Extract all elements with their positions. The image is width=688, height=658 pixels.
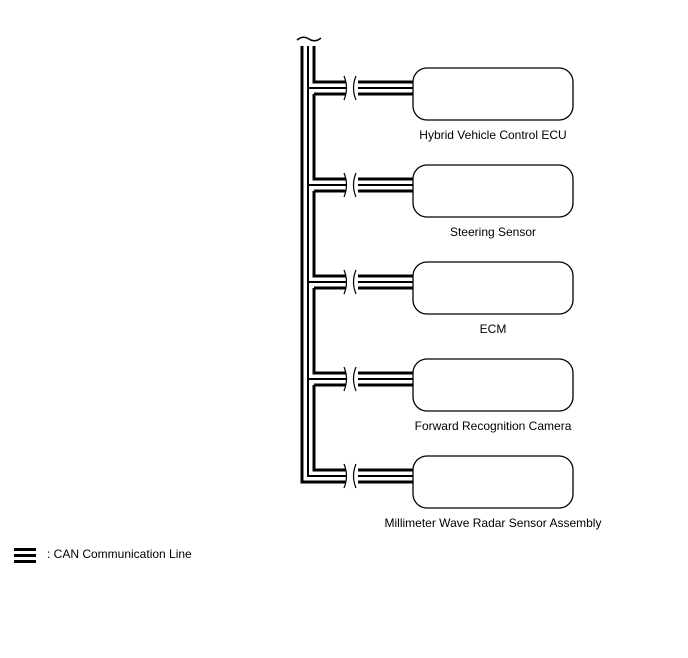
ecu-label: Forward Recognition Camera — [414, 419, 572, 433]
ecu-box — [412, 164, 574, 218]
ecu-label: Millimeter Wave Radar Sensor Assembly — [384, 516, 602, 530]
legend-label: : CAN Communication Line — [47, 547, 192, 561]
ecu-label: Steering Sensor — [449, 225, 537, 239]
ecu-box — [412, 261, 574, 315]
break-mark — [343, 172, 348, 198]
break-mark — [343, 366, 348, 392]
can-bus-inner-segment — [312, 46, 346, 84]
ecu-label: ECM — [479, 322, 507, 336]
break-mark — [343, 463, 348, 489]
can-line-icon — [14, 548, 36, 563]
break-mark — [352, 366, 357, 392]
break-mark — [343, 75, 348, 101]
break-mark — [352, 75, 357, 101]
can-bus-inner-segment — [312, 385, 346, 472]
trunk-break-mark — [296, 36, 322, 42]
ecu-box — [412, 358, 574, 412]
can-bus-inner-segment — [312, 191, 346, 278]
ecu-box — [412, 67, 574, 121]
can-bus-outer-line — [300, 46, 346, 484]
break-mark — [352, 172, 357, 198]
ecu-label: Hybrid Vehicle Control ECU — [419, 128, 567, 142]
ecu-box — [412, 455, 574, 509]
can-bus-inner-segment — [312, 288, 346, 375]
can-bus-inner-segment — [312, 94, 346, 181]
break-mark — [352, 463, 357, 489]
break-mark — [343, 269, 348, 295]
break-mark — [352, 269, 357, 295]
can-bus-middle-line — [307, 46, 346, 477]
